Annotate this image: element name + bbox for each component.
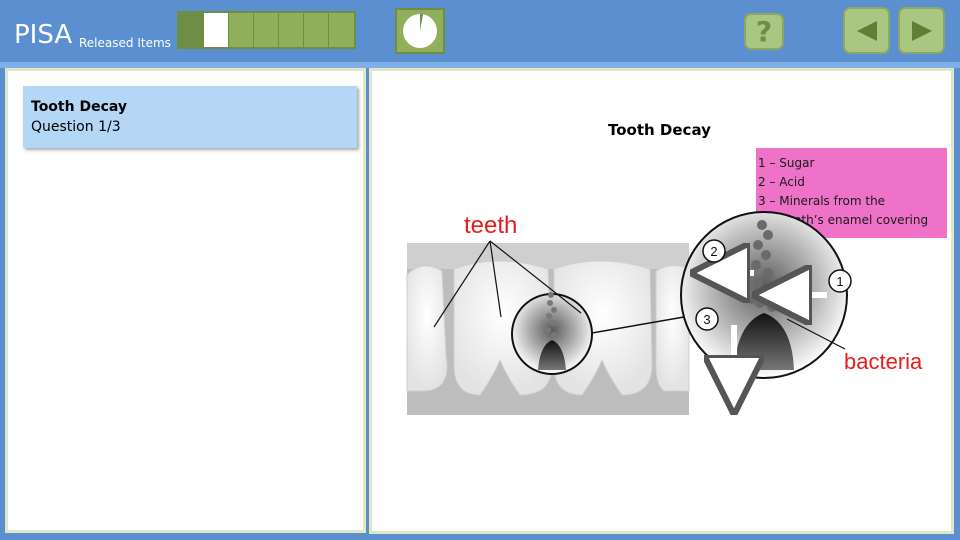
timer [395, 8, 445, 54]
tooth-decay-diagram: 1 2 3 teeth bacteria [406, 211, 923, 415]
question-number: Question 1/3 [31, 119, 121, 135]
small-magnifier [511, 292, 593, 375]
next-button[interactable] [898, 7, 945, 54]
legend-line-4: tooth’s enamel covering [782, 213, 929, 227]
legend-box: 1 – Sugar 2 – Acid 3 – Minerals from the… [756, 148, 947, 238]
marker-1-text: 1 [836, 274, 843, 289]
progress-segment [254, 13, 279, 47]
progress-segment-current [204, 13, 229, 47]
previous-button[interactable] [843, 7, 890, 54]
marker-2: 2 [702, 239, 726, 263]
legend-line-2: 2 – Acid [758, 175, 805, 189]
progress-segment [279, 13, 304, 47]
stimulus-panel: Tooth Decay 1 – Sugar 2 – Acid 3 – Miner… [369, 68, 954, 534]
teeth-pointer-lines [433, 240, 582, 328]
marker-1: 1 [828, 269, 852, 293]
triangle-right-icon [912, 21, 932, 41]
progress-segment [179, 13, 204, 47]
large-magnifier [680, 211, 848, 385]
progress-bar [177, 11, 356, 49]
legend-line-1: 1 – Sugar [758, 156, 815, 170]
marker-2-text: 2 [710, 244, 717, 259]
app-subtitle: Released Items [79, 36, 171, 50]
progress-segment [304, 13, 329, 47]
header-divider [0, 62, 960, 68]
question-icon: ? [755, 15, 773, 48]
bacteria-label: bacteria [844, 349, 923, 374]
marker-3-text: 3 [703, 312, 710, 327]
top-bar: PISA Released Items ? [0, 0, 960, 62]
progress-segment [229, 13, 254, 47]
gum-top [407, 243, 689, 269]
question-title: Tooth Decay [31, 99, 128, 115]
legend-line-3: 3 – Minerals from the [758, 194, 886, 208]
triangle-left-icon [857, 21, 877, 41]
question-card[interactable]: Tooth Decay Question 1/3 [23, 86, 357, 148]
teeth-label: teeth [464, 212, 517, 239]
bacteria-pointer-line [786, 318, 846, 350]
app-title: PISA [14, 20, 73, 50]
marker-3: 3 [695, 307, 719, 331]
help-button[interactable]: ? [744, 13, 784, 50]
pie-clock-icon [403, 14, 437, 48]
stimulus-title: Tooth Decay [608, 121, 711, 139]
question-list-panel: Tooth Decay Question 1/3 [5, 68, 366, 533]
connector-line [591, 316, 685, 334]
progress-segment [329, 13, 354, 47]
